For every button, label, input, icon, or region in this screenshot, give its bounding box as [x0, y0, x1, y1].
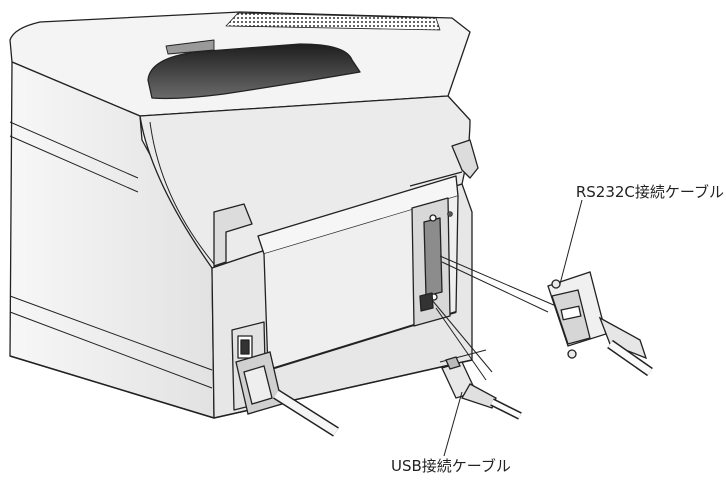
usb-callout-leader [443, 391, 463, 457]
usb-port [419, 292, 434, 312]
rs232c-line-bottom [441, 261, 549, 313]
rs232c-port [423, 217, 443, 297]
rs232c-line-top [439, 255, 557, 307]
usb-line-top [431, 299, 493, 373]
top-window [147, 43, 361, 100]
rs232c-callout-leader [559, 199, 583, 285]
usb-line-bottom [435, 307, 487, 381]
hinge-right [451, 139, 479, 179]
vent-grille [225, 12, 441, 31]
power-cable [235, 351, 339, 437]
usb-cable-label: USB接続ケーブル [391, 457, 511, 475]
usb-cable [441, 356, 522, 457]
hinge-left [213, 203, 253, 267]
top-window-tab [165, 39, 215, 55]
rs232c-cable [547, 199, 653, 377]
rs232c-cable-label: RS232C接続ケーブル [575, 183, 724, 201]
printer [9, 11, 479, 419]
